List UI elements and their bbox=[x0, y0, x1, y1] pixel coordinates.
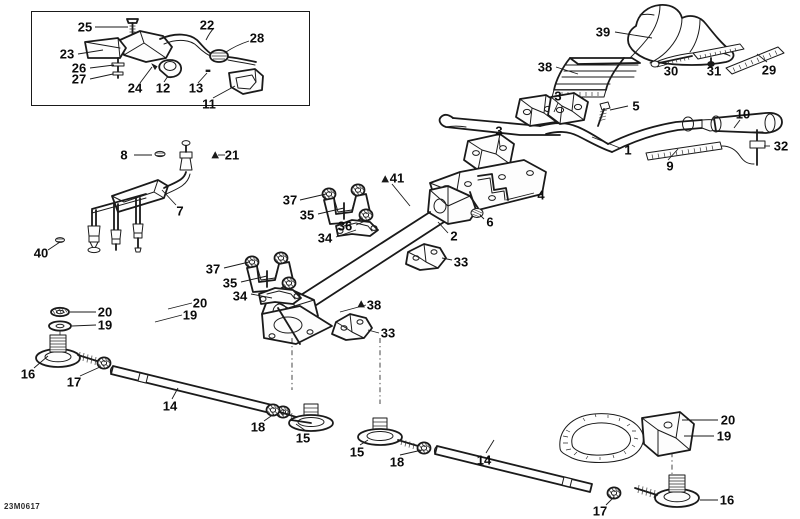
part-9-strip bbox=[645, 141, 755, 165]
washer-stack-right bbox=[660, 414, 684, 474]
callout-20: 20 bbox=[192, 295, 208, 311]
callout-19: 19 bbox=[182, 307, 198, 323]
callout-34: 34 bbox=[232, 288, 248, 304]
callout-8: 8 bbox=[120, 147, 128, 163]
callout-9: 9 bbox=[666, 158, 674, 174]
callout-19: 19 bbox=[97, 317, 113, 333]
callout-31: 31 bbox=[706, 63, 722, 79]
part-29-strip bbox=[725, 46, 785, 75]
inset-callout-23: 23 bbox=[59, 46, 75, 62]
callout-37: 37 bbox=[282, 192, 298, 208]
callout-4: 4 bbox=[537, 187, 545, 203]
part-30-screw bbox=[650, 55, 693, 68]
callout-1: 1 bbox=[624, 142, 632, 158]
inset-callout-13: 13 bbox=[188, 80, 204, 96]
callout-3: 3 bbox=[554, 88, 562, 104]
part-16-rod-end-left bbox=[35, 334, 112, 370]
callout-14: 14 bbox=[476, 452, 492, 468]
callout-20: 20 bbox=[97, 304, 113, 320]
inset-callout-12: 12 bbox=[155, 80, 171, 96]
part-32-screw bbox=[749, 129, 766, 166]
part-31-bolt bbox=[692, 43, 745, 67]
callout-10: 10 bbox=[735, 106, 751, 122]
sheet-code: 23M0617 bbox=[4, 502, 41, 511]
callout-35: 35 bbox=[299, 207, 315, 223]
callout-16: 16 bbox=[719, 492, 735, 508]
inset-callout-24: 24 bbox=[127, 80, 143, 96]
bearing-set-lower bbox=[244, 251, 302, 305]
leader-lines bbox=[33, 31, 770, 506]
callout-33: 33 bbox=[380, 325, 396, 341]
inset-callout-27: 27 bbox=[71, 71, 87, 87]
callout-19: 19 bbox=[716, 428, 732, 444]
part-14-tie-rod-left bbox=[109, 365, 291, 419]
part-16-rod-end-right bbox=[634, 474, 700, 508]
callout-3: 3 bbox=[495, 123, 503, 139]
steering-arm-bottom-right bbox=[559, 411, 695, 463]
part-39-cover bbox=[627, 4, 735, 66]
callout-15: 15 bbox=[349, 444, 365, 460]
callout-39: 39 bbox=[595, 24, 611, 40]
part-5-bolt bbox=[597, 101, 611, 127]
callout-14: 14 bbox=[162, 398, 178, 414]
callout-15: 15 bbox=[295, 430, 311, 446]
part-3-clamps-upper bbox=[515, 92, 589, 127]
callout-29: 29 bbox=[761, 62, 777, 78]
callout-7: 7 bbox=[176, 203, 184, 219]
part-41-marker bbox=[381, 175, 389, 183]
callout-36: 36 bbox=[337, 218, 353, 234]
part-33-clamp-lower bbox=[331, 313, 373, 341]
callout-5: 5 bbox=[632, 98, 640, 114]
callout-18: 18 bbox=[389, 454, 405, 470]
inset-callout-28: 28 bbox=[249, 30, 265, 46]
callout-18: 18 bbox=[250, 419, 266, 435]
callout-20: 20 bbox=[720, 412, 736, 428]
callout-16: 16 bbox=[20, 366, 36, 382]
callout-37: 37 bbox=[205, 261, 221, 277]
callout-33: 33 bbox=[453, 254, 469, 270]
part-38-bellows bbox=[551, 57, 641, 98]
callout-2: 2 bbox=[450, 228, 458, 244]
callout-38: 38 bbox=[366, 297, 382, 313]
callout-32: 32 bbox=[773, 138, 789, 154]
inset-callout-26: 26 bbox=[71, 60, 87, 76]
inset-detail-border bbox=[31, 11, 310, 106]
callout-17: 17 bbox=[66, 374, 82, 390]
part-1-handlebar bbox=[438, 111, 783, 153]
inset-callout-22: 22 bbox=[199, 17, 215, 33]
inset-callout-11: 11 bbox=[202, 96, 216, 112]
callout-35: 35 bbox=[222, 275, 238, 291]
callout-17: 17 bbox=[592, 503, 608, 519]
washer-stack-left bbox=[48, 306, 72, 352]
inset-detail-group bbox=[77, 18, 264, 99]
part-15-swivel-right bbox=[357, 338, 432, 455]
inset-callout-25: 25 bbox=[77, 19, 93, 35]
callout-6: 6 bbox=[486, 214, 494, 230]
part-2-steering-column bbox=[261, 185, 479, 345]
part-33-clamp-upper bbox=[405, 243, 447, 271]
part-3-clamps-lower bbox=[463, 133, 515, 171]
callout-40: 40 bbox=[33, 245, 49, 261]
part-15-swivel-left bbox=[265, 338, 334, 432]
callout-21: 21 bbox=[224, 147, 240, 163]
part-14-tie-rod-right bbox=[433, 445, 622, 500]
callout-41: 41 bbox=[389, 170, 405, 186]
callout-38: 38 bbox=[537, 59, 553, 75]
part-7-hydraulic-assembly bbox=[55, 140, 219, 254]
callout-30: 30 bbox=[663, 63, 679, 79]
callout-34: 34 bbox=[317, 230, 333, 246]
